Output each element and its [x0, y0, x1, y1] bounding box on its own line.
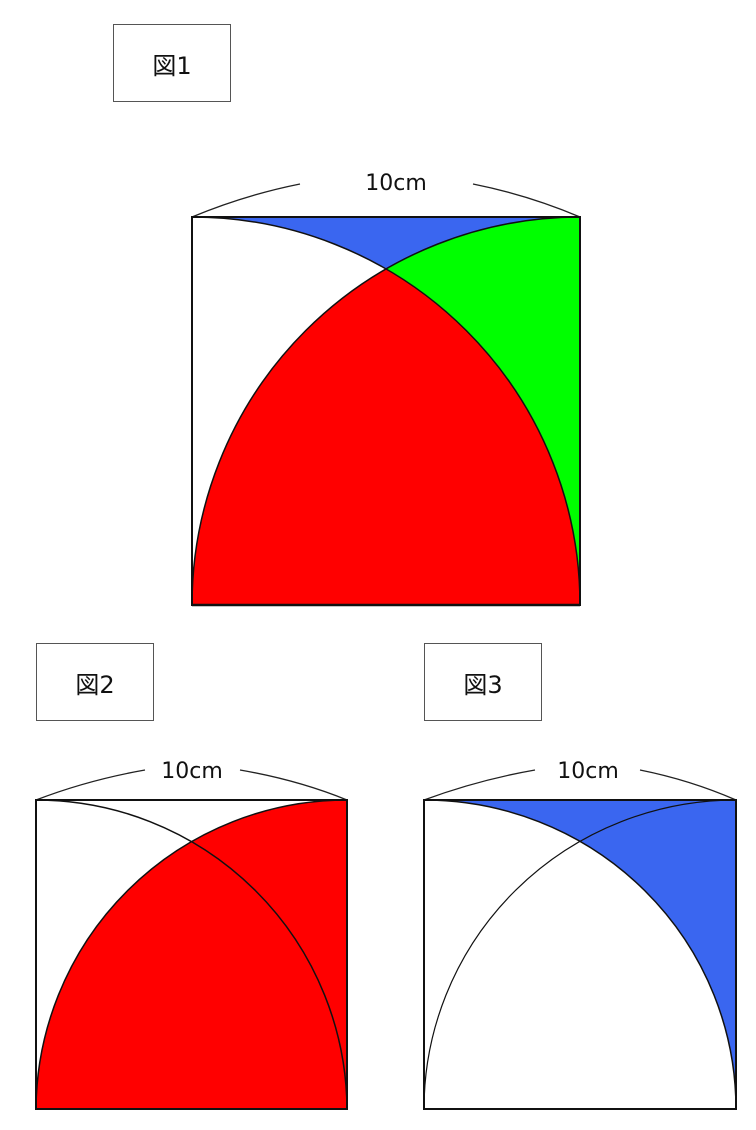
figure-2-square [35, 799, 348, 1110]
figure-1-dimension-arc-left [191, 183, 301, 218]
figure-3-white-wedge [424, 799, 736, 841]
figure-3-arc-from-right [423, 799, 737, 1110]
figure-1-dimension-label: 10cm [365, 171, 427, 196]
figure-2-dimension-label: 10cm [161, 759, 223, 784]
figure-2-arc-from-right [35, 799, 348, 1110]
figure-3-arc-from-left [423, 799, 737, 1110]
figure-2-red-region [36, 800, 347, 1109]
figure-3-blue-region [424, 800, 736, 1109]
figure-1-label: 図1 [113, 24, 231, 102]
figure-3-dimension-label: 10cm [557, 759, 619, 784]
figure-1-green-region [386, 217, 580, 605]
figure-1-arc-from-right [191, 216, 581, 606]
figure-3-label: 図3 [424, 643, 542, 721]
figure-2-dimension-arc-left [35, 769, 146, 801]
figure-1-blue-region [192, 217, 580, 269]
figure-3-dimension-arc-right [639, 769, 737, 801]
figure-1-red-region [192, 269, 580, 605]
figure-2-dimension-arc-right [239, 769, 348, 801]
figure-3-dimension-arc-left [423, 769, 536, 801]
figure-2-arc-from-left [35, 799, 348, 1110]
figure-1-dimension-arc-right [472, 183, 581, 218]
figure-1-arc-from-left [191, 216, 581, 606]
figure-3-square [423, 799, 737, 1110]
figure-2-label: 図2 [36, 643, 154, 721]
